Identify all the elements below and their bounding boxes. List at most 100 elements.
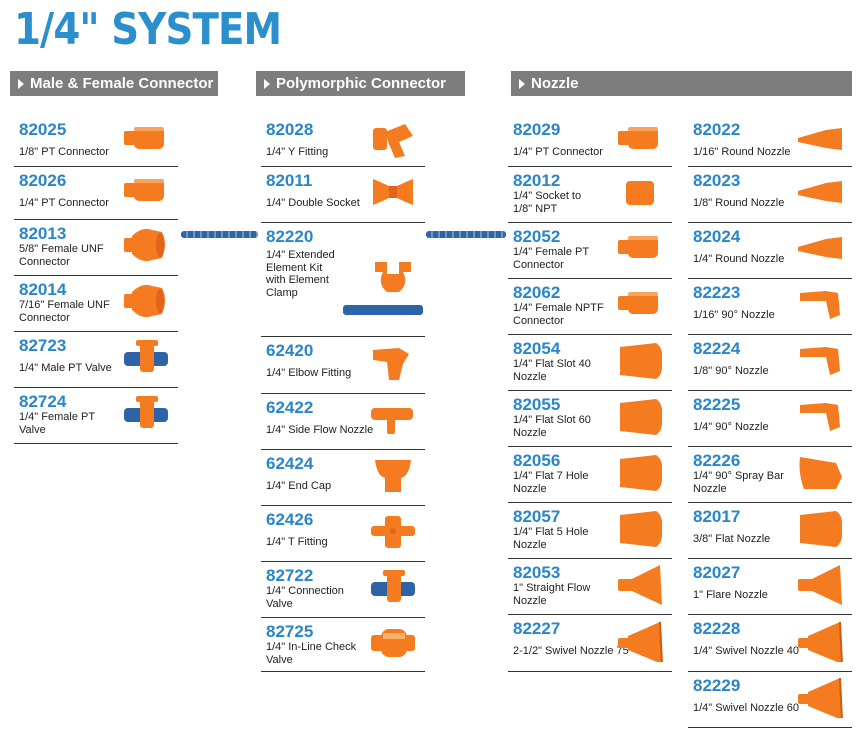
elbow-fitting-icon xyxy=(369,344,417,389)
product-code: 82017 xyxy=(693,507,741,526)
section-bar-polymorphic: Polymorphic Connector xyxy=(256,71,465,96)
product-code: 82724 xyxy=(19,392,67,411)
product-code: 82223 xyxy=(693,283,741,302)
socket-icon xyxy=(616,173,664,218)
flat-nozzle-icon xyxy=(616,453,664,498)
product-code: 82026 xyxy=(19,171,67,190)
product-description: 1/4" Female PT Connector xyxy=(513,246,590,271)
end-cap-icon xyxy=(369,456,417,501)
product-code: 82052 xyxy=(513,227,561,246)
product-code: 82229 xyxy=(693,676,741,695)
product-description: 1/4" In-Line Check Valve xyxy=(266,641,357,666)
product-item: 82225 1/4" 90° Nozzle xyxy=(688,391,852,447)
t-fitting-icon xyxy=(369,512,417,557)
product-description: 1/4" 90° Nozzle xyxy=(693,421,769,433)
round-nozzle-icon xyxy=(796,120,844,165)
straight-connector-icon xyxy=(616,285,664,330)
straight-connector-icon xyxy=(122,172,170,217)
product-description: 1/4" PT Connector xyxy=(19,197,109,209)
spray-bar-nozzle-icon xyxy=(796,453,844,498)
flare-nozzle-icon xyxy=(796,565,844,610)
product-code: 82029 xyxy=(513,120,561,139)
product-description: 1/4" Socket to 1/8" NPT xyxy=(513,190,582,215)
straight-connector-icon xyxy=(616,120,664,165)
triangle-right-icon xyxy=(519,79,525,89)
product-description: 1/4" Extended Element Kit with Element C… xyxy=(266,249,335,299)
product-description: 1" Flare Nozzle xyxy=(693,589,768,601)
product-code: 82023 xyxy=(693,171,741,190)
product-description: 1/4" Y Fitting xyxy=(266,146,329,158)
product-code: 82725 xyxy=(266,622,314,641)
product-code: 82062 xyxy=(513,283,561,302)
product-description: 1/4" Flat Slot 60 Nozzle xyxy=(513,414,591,439)
product-description: 1/4" Double Socket xyxy=(266,197,360,209)
product-description: 1/16" Round Nozzle xyxy=(693,146,791,158)
product-code: 82225 xyxy=(693,395,741,414)
product-code: 82224 xyxy=(693,339,741,358)
flat-nozzle-icon xyxy=(796,509,844,554)
page-title: 1/4" SYSTEM xyxy=(14,4,282,55)
product-code: 82013 xyxy=(19,224,67,243)
product-description: 1/4" Swivel Nozzle 60 xyxy=(693,702,800,714)
product-description: 1/8" Round Nozzle xyxy=(693,197,785,209)
product-item: 82229 1/4" Swivel Nozzle 60 xyxy=(688,672,852,728)
product-description: 1/8" 90° Nozzle xyxy=(693,365,769,377)
product-code: 82228 xyxy=(693,619,741,638)
product-description: 1/4" Female NPTF Connector xyxy=(513,302,604,327)
section-label: Polymorphic Connector xyxy=(276,75,447,92)
product-description: 1/4" Flat 7 Hole Nozzle xyxy=(513,470,589,495)
flat-nozzle-icon xyxy=(616,341,664,386)
product-code: 82722 xyxy=(266,566,314,585)
product-description: 1/8" PT Connector xyxy=(19,146,109,158)
product-description: 5/8" Female UNF Connector xyxy=(19,243,104,268)
triangle-right-icon xyxy=(18,79,24,89)
valve-icon xyxy=(122,338,170,383)
product-description: 2-1/2" Swivel Nozzle 75 xyxy=(513,645,629,657)
product-code: 82057 xyxy=(513,507,561,526)
product-code: 82027 xyxy=(693,563,741,582)
section-bar-nozzle: Nozzle xyxy=(511,71,852,96)
valve-icon xyxy=(369,568,417,613)
product-code: 82054 xyxy=(513,339,561,358)
female-connector-icon xyxy=(122,282,170,327)
product-code: 82028 xyxy=(266,120,314,139)
swivel-nozzle-icon xyxy=(796,677,844,723)
triangle-right-icon xyxy=(264,79,270,89)
product-code: 82723 xyxy=(19,336,67,355)
swivel-nozzle-icon xyxy=(616,621,664,667)
swivel-nozzle-icon xyxy=(796,621,844,667)
round-nozzle-icon xyxy=(796,173,844,218)
product-description: 1/4" PT Connector xyxy=(513,146,603,158)
product-description: 1/4" Female PT Valve xyxy=(19,411,96,436)
section-label: Nozzle xyxy=(531,75,579,92)
side-flow-nozzle-icon xyxy=(369,400,417,445)
round-nozzle-icon xyxy=(796,229,844,274)
product-description: 1/4" 90° Spray Bar Nozzle xyxy=(693,470,784,495)
flare-nozzle-icon xyxy=(616,565,664,610)
product-description: 1/4" Connection Valve xyxy=(266,585,344,610)
product-item: 82023 1/8" Round Nozzle xyxy=(688,167,852,223)
product-item: 82028 1/4" Y Fitting xyxy=(261,116,425,167)
hose-segment-icon xyxy=(426,231,506,238)
